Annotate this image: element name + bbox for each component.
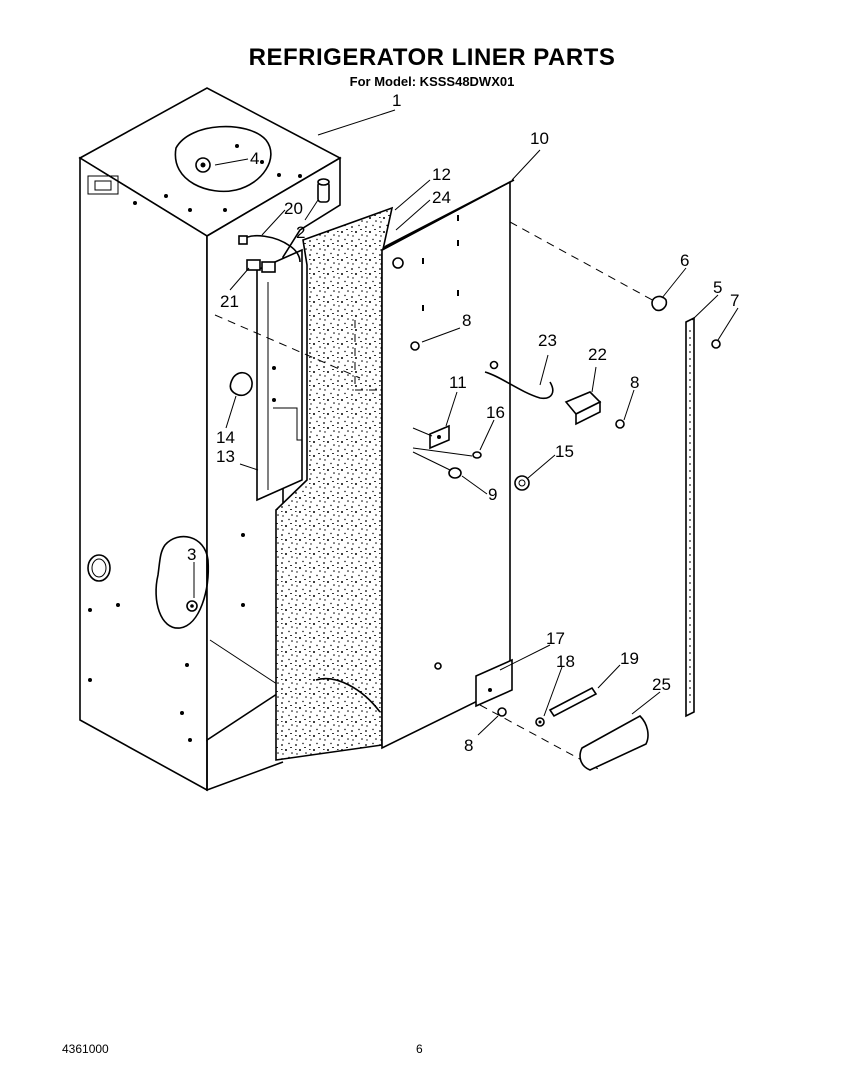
callout-1: 1 xyxy=(392,91,401,110)
callout-8-right: 8 xyxy=(630,373,639,392)
callout-23: 23 xyxy=(538,331,557,350)
callout-8-upper: 8 xyxy=(462,311,471,330)
callout-24: 24 xyxy=(432,188,451,207)
callout-6: 6 xyxy=(680,251,689,270)
page-title: REFRIGERATOR LINER PARTS xyxy=(248,44,616,71)
page-number: 6 xyxy=(416,1042,423,1056)
callout-9: 9 xyxy=(488,485,497,504)
callout-17: 17 xyxy=(546,629,565,648)
screw-icon xyxy=(186,600,198,612)
callout-leaders xyxy=(193,109,739,736)
callout-22: 22 xyxy=(588,345,607,364)
callout-4: 4 xyxy=(250,149,259,168)
callout-2: 2 xyxy=(296,223,305,242)
foam-liner xyxy=(275,206,394,761)
callout-8-lower: 8 xyxy=(464,736,473,755)
callout-11: 11 xyxy=(449,373,467,392)
callout-16: 16 xyxy=(486,403,505,422)
heater-panel xyxy=(256,248,303,502)
callout-14: 14 xyxy=(216,428,235,447)
callout-18: 18 xyxy=(556,652,575,671)
callout-13: 13 xyxy=(216,447,235,466)
callout-21: 21 xyxy=(220,292,239,311)
callout-10: 10 xyxy=(530,129,549,148)
callout-19: 19 xyxy=(620,649,639,668)
liner-back-panel xyxy=(381,179,515,750)
callout-7: 7 xyxy=(730,291,739,310)
callout-3: 3 xyxy=(187,545,196,564)
callout-25: 25 xyxy=(652,675,671,694)
callout-15: 15 xyxy=(555,442,574,461)
fan-motor-icon xyxy=(195,157,211,173)
callout-12: 12 xyxy=(432,165,451,184)
model-subtitle: For Model: KSSS48DWX01 xyxy=(349,74,515,89)
callout-5: 5 xyxy=(713,278,722,297)
callout-20: 20 xyxy=(284,199,303,218)
document-number: 4361000 xyxy=(62,1042,109,1056)
